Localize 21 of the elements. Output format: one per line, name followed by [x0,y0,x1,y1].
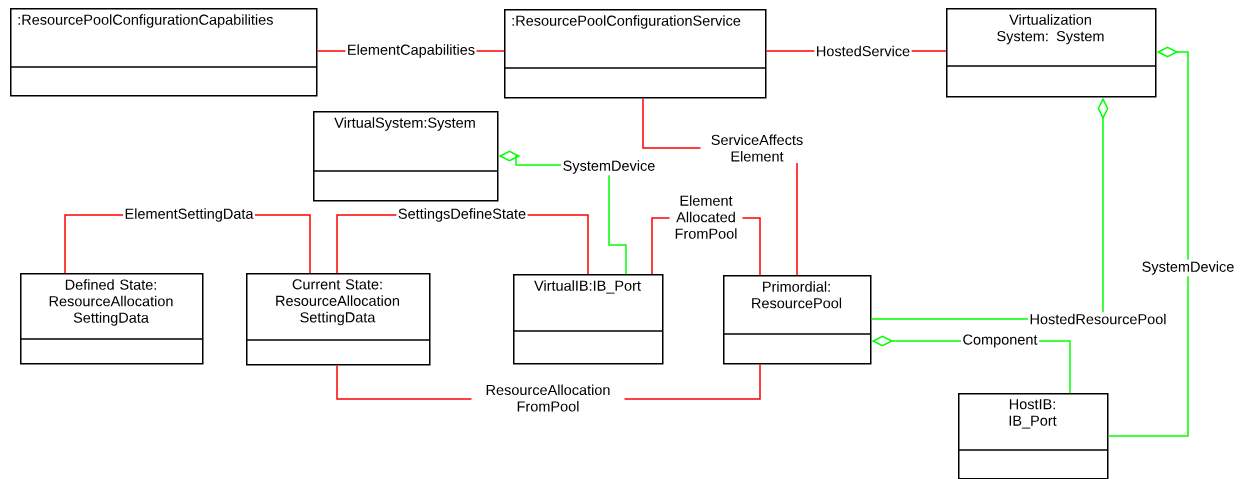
edge-label: Component [961,332,1039,350]
edge-label: SystemDevice [1140,259,1236,277]
class-box: :ResourcePoolConfigurationService [503,9,767,99]
class-box: Current State: ResourceAllocation SettingData [245,273,431,366]
connector [1107,46,1189,437]
edge-label: ElementCapabilities [345,42,477,60]
edge-label: ServiceAffects Element [700,132,814,164]
class-box: Virtualization System: System [945,8,1157,98]
edge-label: Element Allocated FromPool [669,193,743,241]
edge-label: ElementSettingData [123,206,255,224]
edge-label: HostedService [814,44,912,58]
edge-label: SystemDevice [561,158,657,176]
class-box: VirtualSystem:System [312,111,499,202]
class-box: Primordial: ResourcePool [722,275,872,365]
edge-label: SettingsDefineState [396,206,528,224]
class-box: HostIB: IB_Port [957,393,1109,479]
edge-label: HostedResourcePool [1028,312,1168,326]
class-box: :ResourcePoolConfigurationCapabilities [9,8,318,97]
class-box: VirtualIB:IB_Port [512,274,664,365]
edge-label: ResourceAllocation FromPool [471,382,625,414]
class-box: Defined State: ResourceAllocation SettingData [19,273,204,365]
